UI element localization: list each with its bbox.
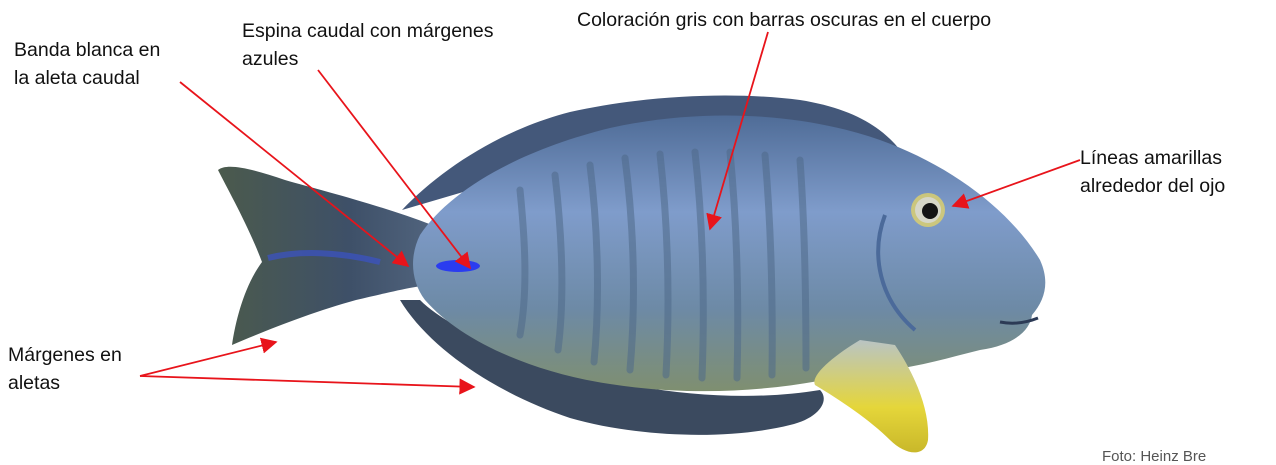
label-coloracion: Coloración gris con barras oscuras en el…: [577, 6, 991, 34]
label-espina-caudal-line2: azules: [242, 45, 494, 73]
label-banda-blanca: Banda blanca en la aleta caudal: [14, 36, 160, 92]
label-espina-caudal-line1: Espina caudal con márgenes: [242, 17, 494, 45]
arrow-margenes-tail: [140, 342, 276, 376]
label-lineas-amarillas: Líneas amarillas alrededor del ojo: [1080, 144, 1225, 200]
label-banda-blanca-line2: la aleta caudal: [14, 64, 160, 92]
label-lineas-amarillas-line1: Líneas amarillas: [1080, 144, 1225, 172]
label-lineas-amarillas-line2: alrededor del ojo: [1080, 172, 1225, 200]
fish-eye: [911, 193, 945, 227]
label-margenes-line2: aletas: [8, 369, 122, 397]
label-margenes: Márgenes en aletas: [8, 341, 122, 397]
label-banda-blanca-line1: Banda blanca en: [14, 36, 160, 64]
label-margenes-line1: Márgenes en: [8, 341, 122, 369]
fish-illustration: [218, 96, 1045, 453]
caudal-spine: [436, 260, 480, 272]
arrow-margenes-anal: [140, 376, 474, 387]
arrow-lineas-amarillas: [953, 160, 1080, 206]
label-coloracion-line1: Coloración gris con barras oscuras en el…: [577, 6, 991, 34]
photo-credit: Foto: Heinz Bre: [1102, 448, 1206, 465]
label-espina-caudal: Espina caudal con márgenes azules: [242, 17, 494, 73]
